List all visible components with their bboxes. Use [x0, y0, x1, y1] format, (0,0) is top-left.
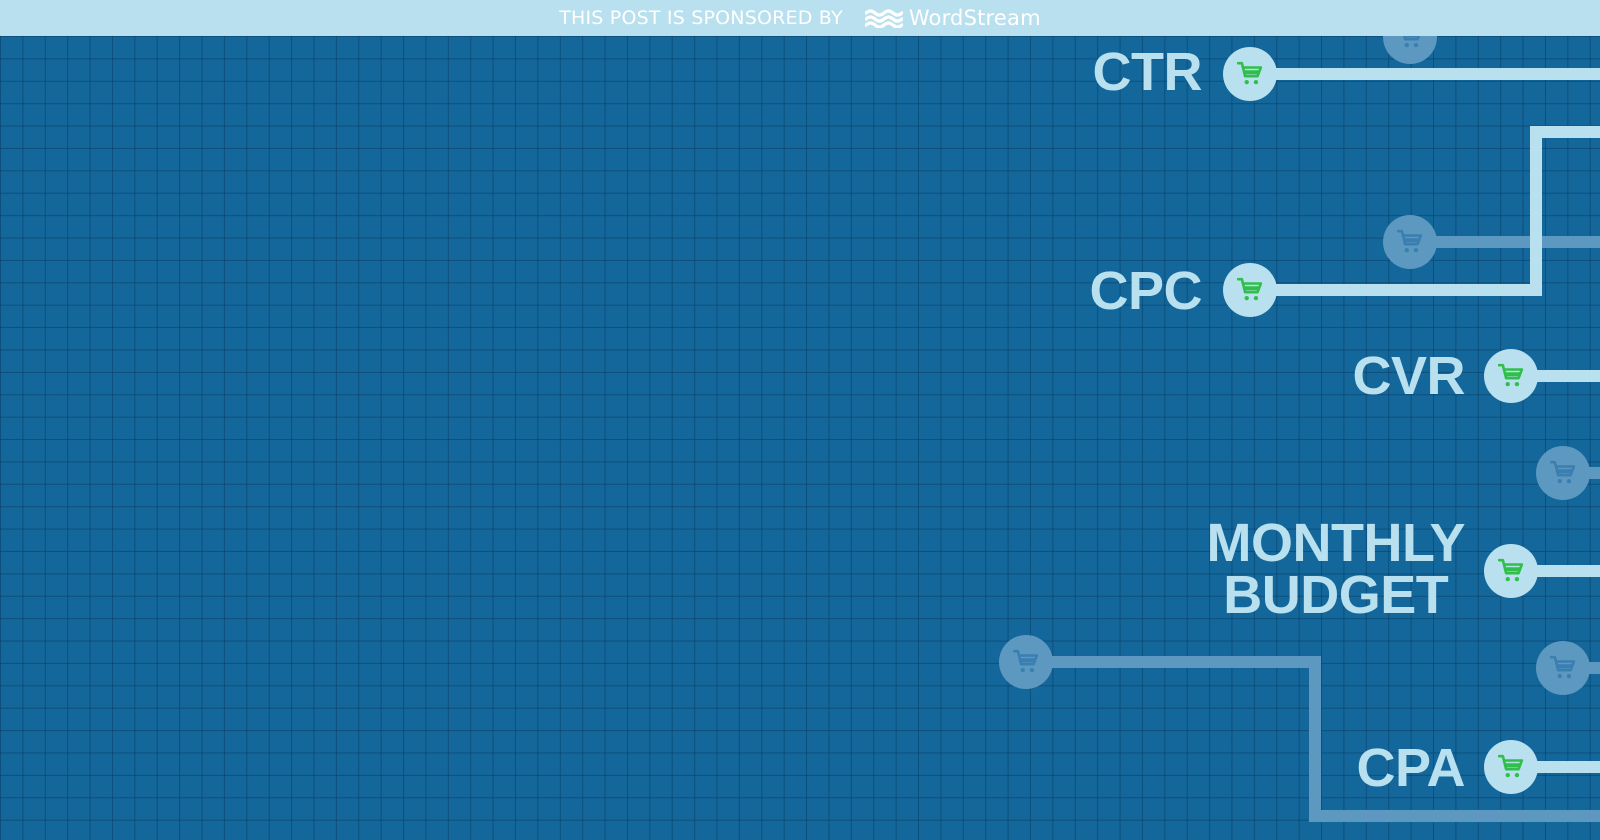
cart-node-monthly-budget[interactable]	[1484, 544, 1538, 598]
shopping-cart-icon	[1397, 229, 1423, 255]
cart-node-cpa[interactable]	[1484, 740, 1538, 794]
faded-cart-node-3	[1536, 446, 1590, 500]
metric-label-monthly-budget: MONTHLY BUDGET	[1206, 513, 1465, 625]
shopping-cart-icon	[1550, 655, 1576, 681]
faded-cart-node-4	[1536, 641, 1590, 695]
metric-label-ctr: CTR	[1092, 42, 1203, 102]
cart-node-ctr[interactable]	[1223, 47, 1277, 101]
active-line-cpc	[1275, 126, 1600, 296]
shopping-cart-icon	[1013, 649, 1039, 675]
cart-node-cpc[interactable]	[1223, 263, 1277, 317]
shopping-cart-icon	[1550, 460, 1576, 486]
sponsor-brand-name: WordStream	[908, 6, 1041, 30]
metric-label-line: CPA	[1356, 738, 1465, 798]
faded-cart-node-2	[1383, 215, 1437, 269]
metric-label-cvr: CVR	[1352, 346, 1465, 406]
shopping-cart-icon	[1237, 277, 1263, 303]
faded-cart-node-5	[999, 635, 1053, 689]
wordstream-logo-icon	[864, 9, 903, 28]
metric-label-line: MONTHLY	[1206, 513, 1465, 573]
metric-label-line: BUDGET	[1223, 565, 1449, 625]
shopping-cart-icon	[1237, 61, 1263, 87]
shopping-cart-icon	[1498, 363, 1524, 389]
metric-label-line: CPC	[1089, 261, 1202, 321]
metric-label-cpc: CPC	[1089, 261, 1202, 321]
sponsor-text: THIS POST IS SPONSORED BY	[559, 7, 843, 29]
metric-label-line: CTR	[1092, 42, 1203, 102]
sponsor-brand-link[interactable]: WordStream	[864, 6, 1041, 30]
sponsor-banner: THIS POST IS SPONSORED BY WordStream	[0, 0, 1600, 36]
metric-label-line: CVR	[1352, 346, 1465, 406]
shopping-cart-icon	[1498, 754, 1524, 780]
shopping-cart-icon	[1498, 558, 1524, 584]
metric-label-cpa: CPA	[1356, 738, 1465, 798]
faded-line-cart-5	[1030, 656, 1600, 822]
cart-node-cvr[interactable]	[1484, 349, 1538, 403]
